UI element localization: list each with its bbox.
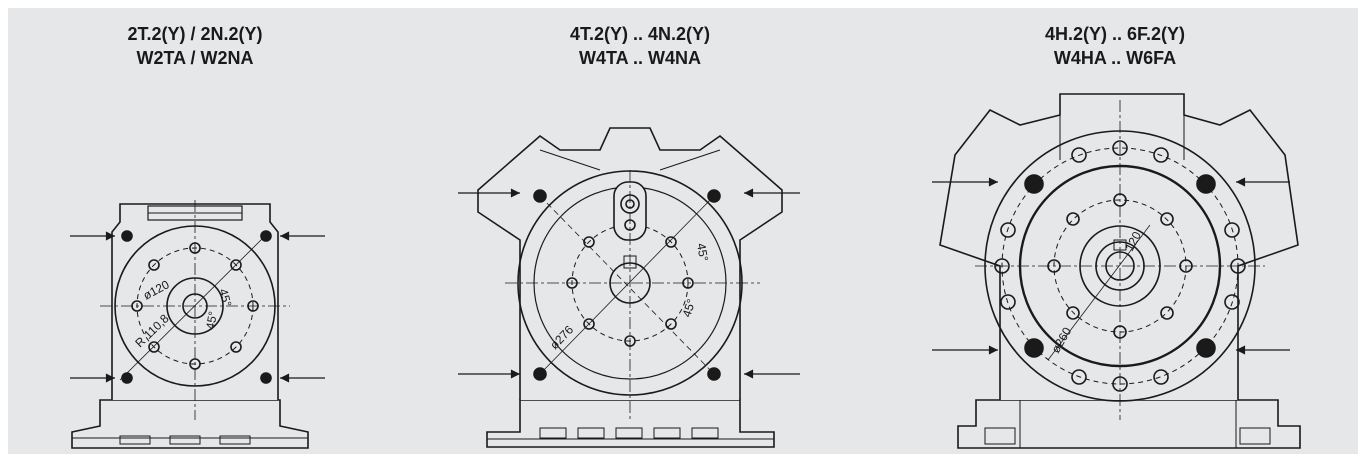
- figure-2-title-line2: W4TA .. W4NA: [579, 48, 701, 68]
- figure-3-title-line2: W4HA .. W6FA: [1053, 48, 1177, 68]
- figure-1-dim-angle-b: 45°: [203, 310, 220, 330]
- figure-2-title: 4T.2(Y) .. 4N.2(Y) W4TA .. W4NA: [430, 22, 850, 70]
- figure-2-title-line1: 4T.2(Y) .. 4N.2(Y): [569, 24, 711, 44]
- figure-3-drawing: [932, 93, 1301, 449]
- figure-3-title-line1: 4H.2(Y) .. 6F.2(Y): [1044, 24, 1186, 44]
- figure-1-title-line1: 2T.2(Y) / 2N.2(Y): [127, 24, 263, 44]
- figure-1-drawing: [70, 200, 325, 449]
- figure-2-dim-angle-a: 45°: [694, 242, 711, 262]
- figure-2-dim-angle-b: 45°: [680, 297, 699, 319]
- figure-1-dim-angle-a: 45°: [216, 287, 234, 308]
- figure-3-title: 4H.2(Y) .. 6F.2(Y) W4HA .. W6FA: [905, 22, 1325, 70]
- figure-1-title: 2T.2(Y) / 2N.2(Y) W2TA / W2NA: [0, 22, 405, 70]
- figure-1-title-line2: W2TA / W2NA: [136, 48, 254, 68]
- figure-2-drawing: [458, 127, 800, 448]
